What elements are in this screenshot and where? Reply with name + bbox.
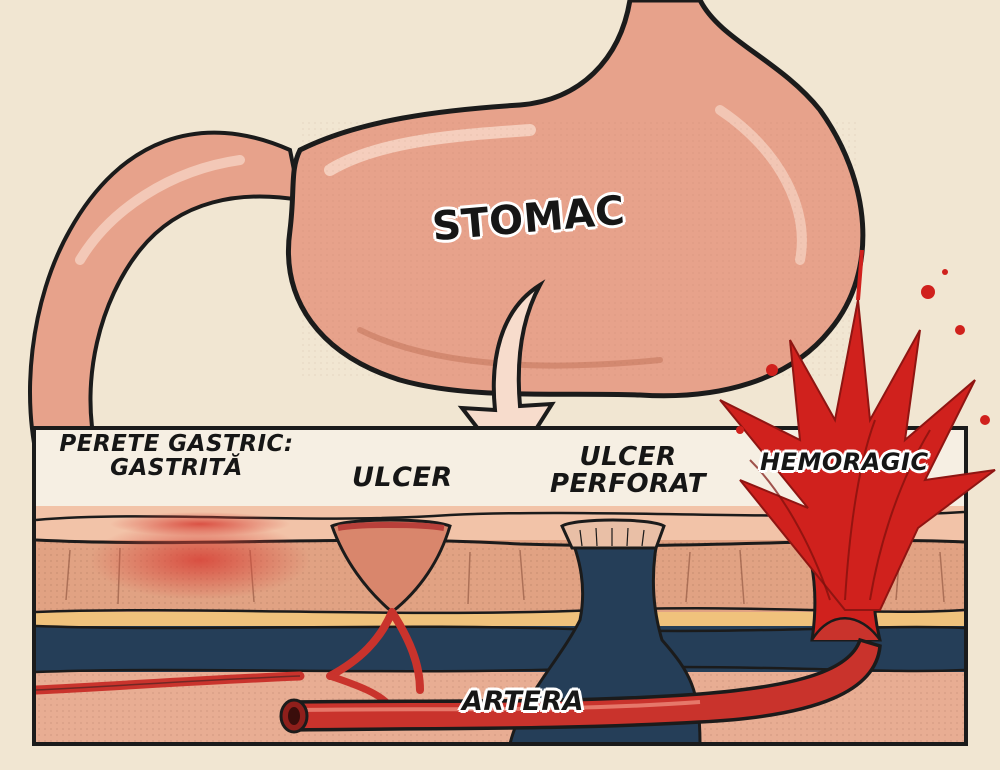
gastric-wall-label: PERETE GASTRIC: GASTRITĂ (54, 432, 299, 480)
perforation-hole (508, 524, 702, 742)
perforated-ulcer-label: ULCER PERFORAT (548, 442, 708, 500)
gastric-wall-label-line2: GASTRITĂ (110, 455, 243, 482)
perforated-ulcer-label-line2: PERFORAT (549, 469, 707, 500)
hemorrhagic-label: HEMORAGIC (760, 448, 929, 476)
gastric-wall-label-line1: PERETE GASTRIC: (59, 431, 294, 457)
gastritis-inflammation (90, 520, 310, 600)
ulcer-label: ULCER (352, 462, 453, 493)
ulcer-crater (330, 518, 452, 614)
blood-splash-icon (719, 249, 996, 611)
perforated-ulcer-label-line1: ULCER (579, 442, 677, 472)
artery-label: ARTERA (462, 686, 585, 717)
